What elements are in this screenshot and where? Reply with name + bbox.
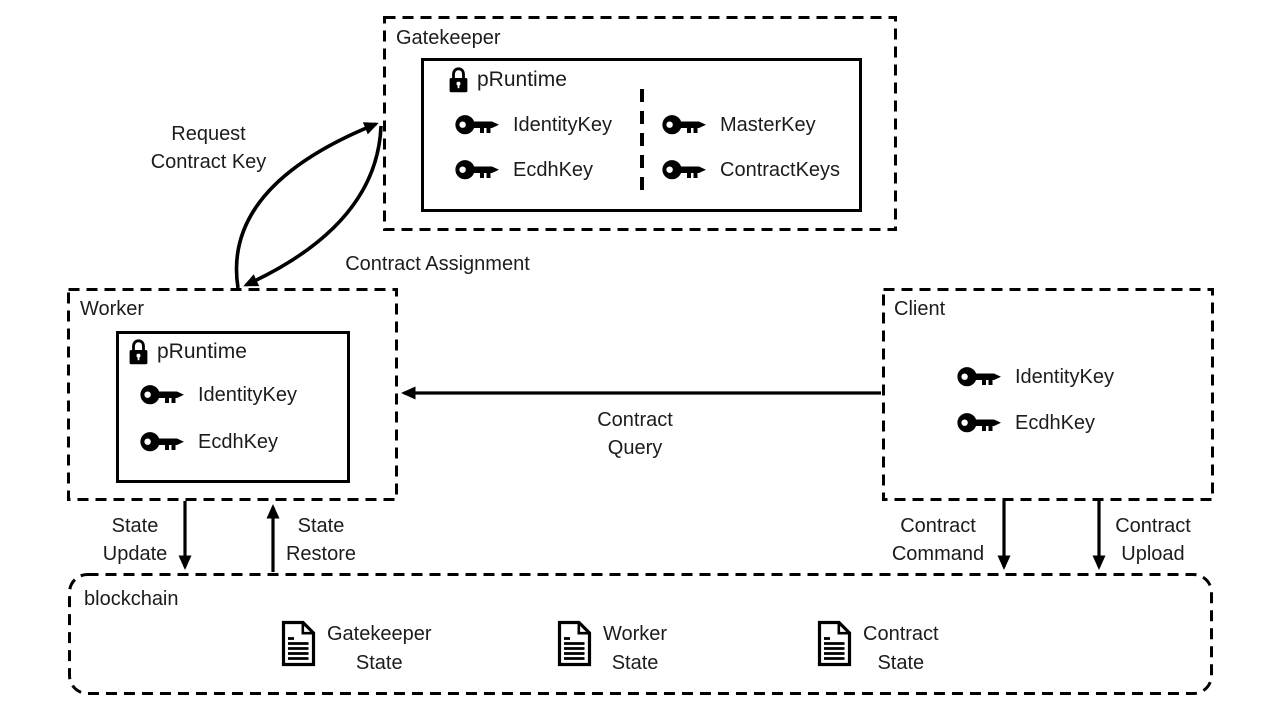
key-icon [455, 160, 499, 180]
key-icon [140, 432, 184, 452]
key-icon [455, 115, 499, 135]
contract-upload-label: Contract Upload [1115, 515, 1191, 565]
document-icon [281, 620, 316, 667]
gatekeeper-contractkeys-row: ContractKeys [662, 158, 840, 182]
key-label: ContractKeys [720, 158, 841, 181]
gatekeeper-identitykey-row: IdentityKey [455, 113, 612, 137]
gatekeeper-state-item: Gatekeeper State [280, 620, 432, 678]
lock-icon [129, 339, 148, 365]
gatekeeper-pruntime-header: pRuntime [447, 65, 567, 95]
key-icon [957, 413, 1001, 433]
worker-box-border [67, 288, 398, 501]
worker-state-item: Worker State [556, 620, 667, 678]
request-contract-key-arrow [234, 122, 379, 289]
document-label: Gatekeeper State [327, 623, 432, 674]
request-contract-key-label: Request Contract Key [150, 123, 267, 173]
gatekeeper-pruntime-box [421, 58, 862, 212]
key-label: EcdhKey [1015, 411, 1096, 434]
worker-pruntime-box [116, 331, 350, 483]
document-icon [817, 620, 852, 667]
key-icon [957, 367, 1001, 387]
gatekeeper-title: Gatekeeper [396, 27, 501, 49]
blockchain-title: blockchain [84, 588, 179, 610]
contract-command-label: Contract Command [891, 515, 985, 565]
document-icon [557, 620, 592, 667]
worker-ecdhkey-row: EcdhKey [140, 430, 278, 454]
key-icon [662, 115, 706, 135]
key-label: IdentityKey [513, 113, 612, 136]
state-update-label: State Update [102, 515, 168, 565]
gatekeeper-pruntime-title: pRuntime [477, 68, 567, 91]
contract-assignment-arrow [243, 125, 383, 287]
gatekeeper-ecdhkey-row: EcdhKey [455, 158, 593, 182]
client-ecdhkey-row: EcdhKey [957, 411, 1095, 435]
worker-pruntime-header: pRuntime [127, 337, 247, 367]
key-label: IdentityKey [198, 383, 297, 406]
gatekeeper-masterkey-row: MasterKey [662, 113, 816, 137]
contract-state-item: Contract State [816, 620, 939, 678]
key-label: IdentityKey [1015, 365, 1114, 388]
key-label: MasterKey [720, 113, 816, 136]
key-label: EcdhKey [513, 158, 594, 181]
client-box-border [882, 288, 1214, 501]
blockchain-box-border [68, 573, 1213, 695]
key-icon [662, 160, 706, 180]
contract-query-label: Contract Query [597, 409, 673, 459]
gatekeeper-box-border [383, 16, 897, 231]
client-title: Client [894, 298, 946, 320]
contract-assignment-label: Contract Assignment [345, 253, 530, 275]
worker-identitykey-row: IdentityKey [140, 383, 297, 407]
lock-icon [449, 67, 468, 93]
key-icon [140, 385, 184, 405]
worker-pruntime-title: pRuntime [157, 340, 247, 363]
worker-title: Worker [80, 298, 145, 320]
document-label: Contract State [863, 623, 939, 674]
key-label: EcdhKey [198, 430, 279, 453]
client-identitykey-row: IdentityKey [957, 365, 1114, 389]
state-restore-label: State Restore [285, 515, 357, 565]
document-label: Worker State [603, 623, 668, 674]
